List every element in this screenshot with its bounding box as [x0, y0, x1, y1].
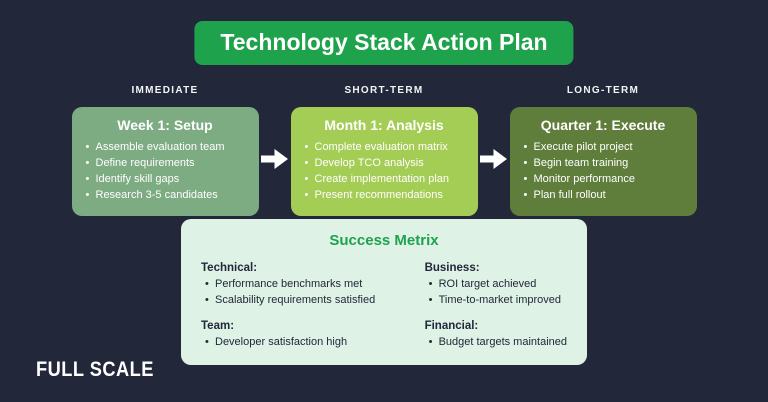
card-bullet: Define requirements: [84, 156, 247, 172]
card-title-month1: Month 1: Analysis: [324, 117, 444, 133]
metric-heading-financial: Financial:: [424, 319, 479, 332]
metric-bullet: Developer satisfaction high: [201, 335, 425, 351]
metric-section-financial: Financial: Budget targets maintained: [425, 320, 567, 351]
card-bullet: Monitor performance: [522, 172, 685, 188]
metric-bullet: Performance benchmarks met: [201, 277, 425, 293]
card-bullet: Begin team training: [522, 156, 685, 172]
metric-list-financial: Budget targets maintained: [425, 335, 567, 351]
phase-label-immediate: IMMEDIATE: [131, 85, 199, 96]
card-bullet: Develop TCO analysis: [303, 156, 466, 172]
card-quarter1-list: Execute pilot project Begin team trainin…: [522, 140, 685, 204]
success-metrics-title: Success Metrix: [329, 232, 439, 249]
success-metrics-panel: Success Metrix Technical: Performance be…: [181, 219, 587, 365]
metric-list-technical: Performance benchmarks met Scalability r…: [201, 277, 425, 309]
plan-row: IMMEDIATE Week 1: Setup Assemble evaluat…: [0, 85, 768, 216]
metric-bullet: ROI target achieved: [425, 277, 567, 293]
full-scale-logo: FULL SCALE: [36, 358, 154, 382]
card-bullet: Create implementation plan: [303, 172, 466, 188]
column-long-term: LONG-TERM Quarter 1: Execute Execute pil…: [509, 85, 697, 216]
metric-list-team: Developer satisfaction high: [201, 335, 425, 351]
success-metrics-columns: Technical: Performance benchmarks met Sc…: [201, 262, 567, 351]
card-bullet: Complete evaluation matrix: [303, 140, 466, 156]
phase-label-long-term: LONG-TERM: [566, 85, 640, 96]
arrow-right-icon: [259, 149, 291, 169]
metric-heading-technical: Technical:: [201, 262, 258, 274]
card-week1-list: Assemble evaluation team Define requirem…: [84, 140, 247, 204]
card-month1-analysis: Month 1: Analysis Complete evaluation ma…: [290, 107, 478, 216]
card-bullet: Present recommendations: [303, 188, 466, 204]
card-quarter1-execute: Quarter 1: Execute Execute pilot project…: [509, 107, 697, 216]
metric-heading-business: Business:: [424, 262, 480, 274]
metric-section-business: Business: ROI target achieved Time-to-ma…: [425, 262, 567, 309]
card-title-week1: Week 1: Setup: [117, 117, 213, 133]
metric-list-business: ROI target achieved Time-to-market impro…: [425, 277, 567, 309]
metric-bullet: Scalability requirements satisfied: [201, 293, 425, 309]
card-bullet: Identify skill gaps: [84, 172, 247, 188]
metric-bullet: Budget targets maintained: [425, 335, 567, 351]
success-metrics-left-column: Technical: Performance benchmarks met Sc…: [201, 262, 425, 351]
card-bullet: Plan full rollout: [522, 188, 685, 204]
success-metrics-right-column: Business: ROI target achieved Time-to-ma…: [425, 262, 567, 351]
phase-label-short-term: SHORT-TERM: [344, 85, 424, 96]
card-bullet: Execute pilot project: [522, 140, 685, 156]
column-immediate: IMMEDIATE Week 1: Setup Assemble evaluat…: [71, 85, 259, 216]
card-bullet: Assemble evaluation team: [84, 140, 247, 156]
metric-bullet: Time-to-market improved: [425, 293, 567, 309]
column-short-term: SHORT-TERM Month 1: Analysis Complete ev…: [290, 85, 478, 216]
card-week1-setup: Week 1: Setup Assemble evaluation team D…: [71, 107, 259, 216]
card-bullet: Research 3-5 candidates: [84, 188, 247, 204]
metric-section-team: Team: Developer satisfaction high: [201, 320, 425, 351]
metric-section-technical: Technical: Performance benchmarks met Sc…: [201, 262, 425, 309]
arrow-right-icon: [478, 149, 510, 169]
title-banner: Technology Stack Action Plan: [194, 21, 574, 65]
card-month1-list: Complete evaluation matrix Develop TCO a…: [303, 140, 466, 204]
metric-heading-team: Team:: [201, 319, 235, 332]
card-title-quarter1: Quarter 1: Execute: [540, 117, 666, 133]
